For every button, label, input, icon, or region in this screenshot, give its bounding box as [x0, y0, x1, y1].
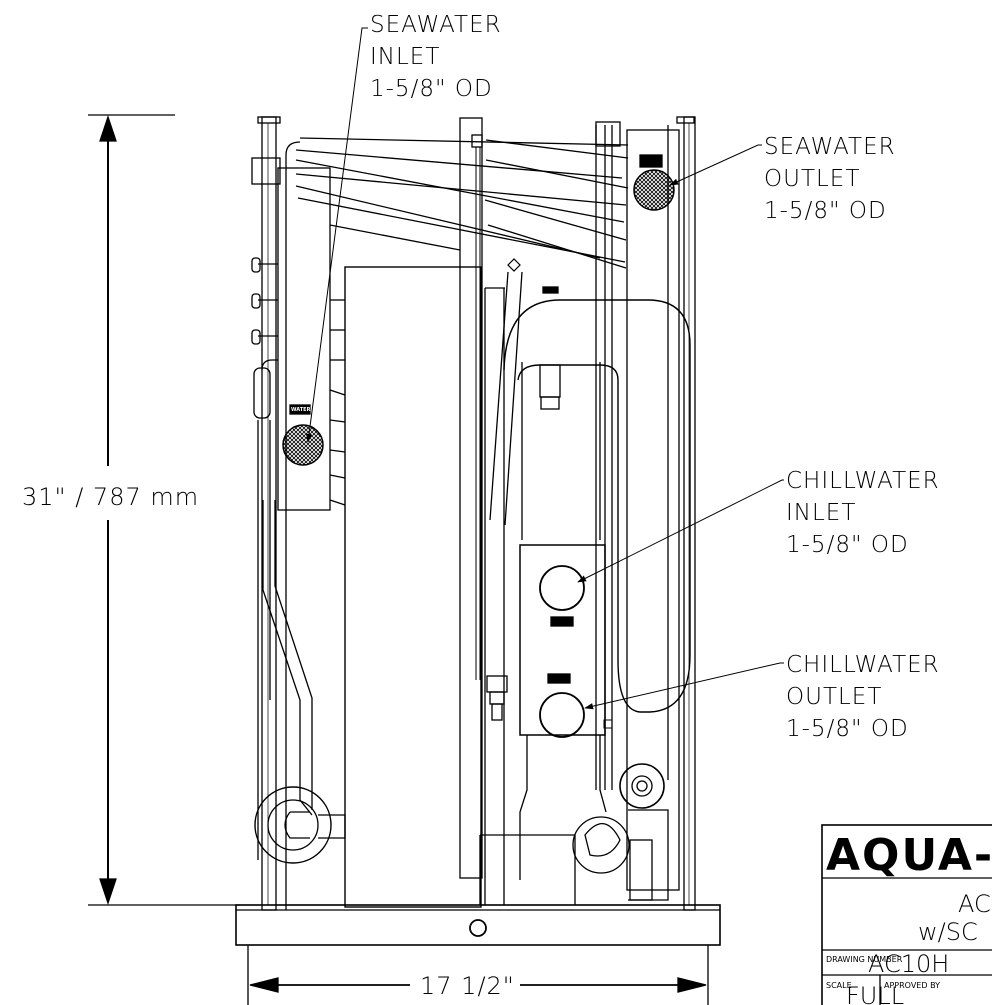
seawater-inlet-line3: 1-5/8" OD — [370, 76, 493, 102]
scale-value: FULL — [846, 982, 904, 1005]
seawater-outlet-callout: SEAWATER OUTLET 1-5/8" OD — [764, 134, 896, 224]
model-name: AC — [958, 890, 991, 918]
height-dimension: 31" / 787 mm — [22, 114, 240, 906]
seawater-inlet-line1: SEAWATER — [370, 12, 502, 38]
svg-text:WATER: WATER — [291, 407, 311, 413]
chillwater-outlet-callout: CHILLWATER OUTLET 1-5/8" OD — [786, 652, 940, 742]
chiller-unit: WATER — [235, 116, 721, 946]
chillwater-outlet-line2: OUTLET — [786, 684, 882, 710]
seawater-inlet-callout: SEAWATER INLET 1-5/8" OD — [370, 12, 502, 102]
width-dimension: 17 1/2" — [247, 945, 709, 1005]
chillwater-outlet-line3: 1-5/8" OD — [786, 716, 909, 742]
height-dimension-label: 31" / 787 mm — [22, 483, 199, 511]
title-block: AQUA- AC w/SC DRAWING NUMBER AC10H SCALE… — [821, 824, 992, 1005]
seawater-outlet-line2: OUTLET — [764, 166, 860, 192]
drawing-number: AC10H — [868, 950, 949, 978]
chillwater-outlet-line1: CHILLWATER — [786, 652, 940, 678]
leaders — [305, 27, 784, 710]
scale-label: SCALE — [826, 981, 852, 990]
chillwater-inlet-callout: CHILLWATER INLET 1-5/8" OD — [786, 468, 940, 558]
seawater-inlet-line2: INLET — [370, 44, 440, 70]
brand-logo: AQUA- — [826, 830, 992, 881]
model-subtitle: w/SC — [918, 918, 978, 946]
width-dimension-label: 17 1/2" — [420, 972, 515, 1000]
approved-label: APPROVED BY — [884, 981, 940, 990]
chillwater-inlet-line2: INLET — [786, 500, 856, 526]
drawing-number-label: DRAWING NUMBER — [826, 955, 903, 964]
seawater-outlet-line1: SEAWATER — [764, 134, 896, 160]
seawater-outlet-line3: 1-5/8" OD — [764, 198, 887, 224]
chillwater-inlet-line3: 1-5/8" OD — [786, 532, 909, 558]
chillwater-inlet-line1: CHILLWATER — [786, 468, 940, 494]
